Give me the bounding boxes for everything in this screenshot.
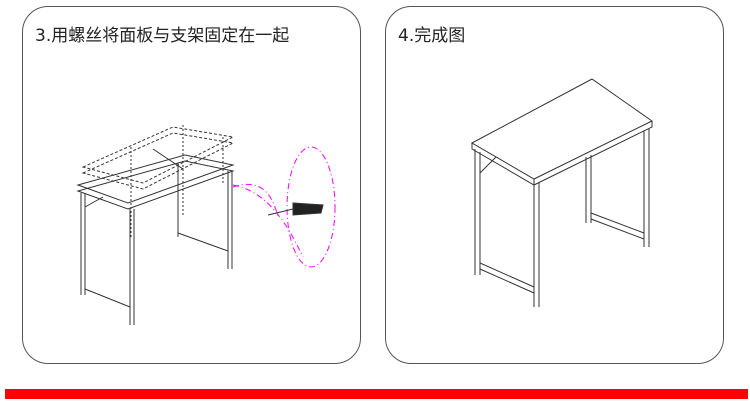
tabletop-outline xyxy=(81,126,235,190)
step-4-panel: 4.完成图 xyxy=(385,6,724,364)
screwdriver-icon xyxy=(267,202,324,216)
desk-frame xyxy=(76,148,235,325)
screwdriver-motion-path xyxy=(232,146,336,268)
screw-icons xyxy=(130,125,224,239)
step-3-illustration xyxy=(76,125,336,325)
step-4-title: 4.完成图 xyxy=(398,26,466,46)
step-3-title: 3.用螺丝将面板与支架固定在一起 xyxy=(35,26,290,46)
completed-desk-illustration xyxy=(470,78,653,307)
step-3-panel: 3.用螺丝将面板与支架固定在一起 xyxy=(22,6,361,364)
footer-accent-bar xyxy=(5,389,748,399)
